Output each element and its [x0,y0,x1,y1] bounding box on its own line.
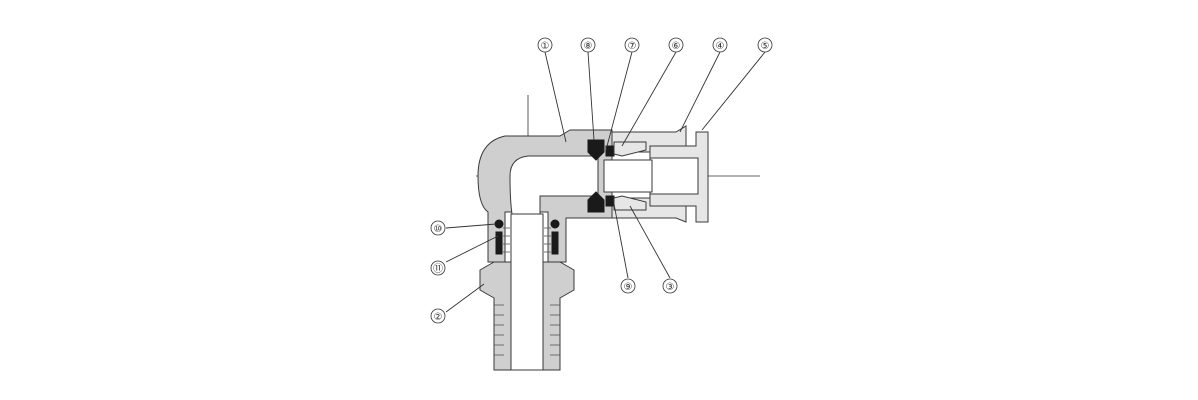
stud-bore [510,213,544,371]
leader-8 [587,51,595,141]
leader-4 [679,51,721,133]
callout-7-label: ⑦ [628,41,637,52]
leader-11 [445,235,499,263]
seal-top [587,139,605,161]
o-ring-left [494,219,504,229]
tube-end [603,159,653,193]
leader-9 [613,203,629,279]
callout-5-label: ⑤ [761,41,770,52]
callout-2-label: ② [434,312,443,323]
gasket-left [495,231,503,255]
leader-lines [445,51,766,313]
collet-bottom [605,195,615,207]
elbow-bore [509,155,599,215]
chuck-bottom [613,195,647,211]
leader-2 [445,283,485,313]
callout-1-label: ① [541,41,550,52]
seal-bottom [587,191,605,213]
callout-1: ① [537,37,553,53]
callout-5: ⑤ [757,37,773,53]
o-ring-right [550,219,560,229]
internal-thread [503,227,551,253]
callout-6: ⑥ [668,37,684,53]
callout-4-label: ④ [716,41,725,52]
callout-3: ③ [662,278,678,294]
stud-thread [494,304,560,356]
callout-3-label: ③ [666,282,675,293]
leader-1 [544,51,567,143]
leader-3 [629,205,671,279]
callout-4: ④ [712,37,728,53]
leader-10 [445,223,497,229]
callout-6-label: ⑥ [672,41,681,52]
callout-9: ⑨ [620,278,636,294]
callout-11: ⑪ [430,260,446,276]
gasket-right [551,231,559,255]
leader-5 [701,51,766,131]
release-button-bore [649,157,699,195]
callout-7: ⑦ [624,37,640,53]
callout-8: ⑧ [580,37,596,53]
leader-6 [621,51,677,147]
callout-9-label: ⑨ [624,282,633,293]
callout-2: ② [430,308,446,324]
callout-10: ⑩ [430,220,446,236]
callout-11-label: ⑪ [433,263,443,275]
callout-8-label: ⑧ [584,41,593,52]
collet-top [605,145,615,157]
leader-7 [605,51,633,151]
callout-10-label: ⑩ [434,224,443,235]
